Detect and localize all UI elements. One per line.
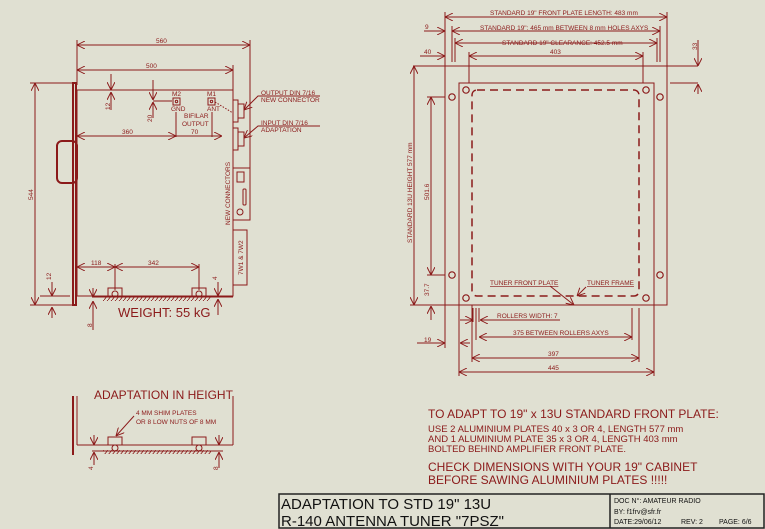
label-new-connectors: NEW CONNECTORS [225, 161, 232, 225]
dim-4: 4 [212, 276, 219, 280]
label-tuner-frame: TUNER FRAME [587, 280, 635, 287]
label-adaptation: ADAPTATION [261, 127, 302, 134]
label-7w1-7w2: 7W1 & 7W2 [238, 240, 245, 275]
dim-501-6: 501.6 [424, 183, 431, 200]
label-new-connector: NEW CONNECTOR [261, 97, 320, 104]
dim-452: STANDARD 19" CLEARANCE: 452.5 mm [502, 40, 623, 47]
label-m2: M2 [172, 91, 181, 98]
dim-544: 544 [28, 189, 35, 200]
label-gnd: GND [171, 106, 186, 113]
front-view: STANDARD 19" FRONT PLATE LENGTH: 483 mm … [407, 10, 699, 376]
dim-483: STANDARD 19" FRONT PLATE LENGTH: 483 mm [490, 10, 638, 17]
date: DATE:29/06/12 [614, 519, 661, 526]
new-connectors-panel [232, 167, 251, 221]
dim-342: 342 [148, 260, 159, 267]
dim-12-bottom: 12 [46, 272, 53, 280]
label-bifilar-output: OUTPUT [182, 121, 209, 128]
label-low-nuts: OR 8 LOW NUTS OF 8 MM [136, 419, 216, 426]
label-input-din: INPUT DIN 7/16 [261, 120, 308, 127]
dim-500: 500 [146, 63, 157, 70]
note-line-3: BOLTED BEHIND AMPLIFIER FRONT PLATE. [428, 444, 626, 455]
tw-panel [232, 229, 248, 286]
dim-8-adapt: 8 [213, 466, 220, 470]
standard-front-plate [444, 65, 668, 306]
weight-label: WEIGHT: 55 kG [118, 305, 210, 320]
label-ant: ANT [207, 106, 220, 113]
dim-40: 40 [424, 49, 432, 56]
dim-360: 360 [122, 129, 133, 136]
adaptation-in-height: ADAPTATION IN HEIGHT 4 MM SHIM PLATES OR… [72, 388, 234, 470]
title-line-1: ADAPTATION TO STD 19" 13U [281, 496, 491, 513]
dim-9: 9 [425, 24, 429, 31]
dim-rollers-width: ROLLERS WIDTH: 7 [497, 313, 558, 320]
dim-20: 20 [147, 114, 154, 122]
title-block: ADAPTATION TO STD 19" 13U R-140 ANTENNA … [278, 493, 765, 529]
doc-number: DOC N°: AMATEUR RADIO [614, 497, 701, 505]
label-bifilar: BIFILAR [184, 113, 209, 120]
dim-560: 560 [156, 38, 167, 45]
dim-37-7: 37.7 [424, 283, 431, 296]
dim-577: STANDARD 13U HEIGHT 577 mm [407, 142, 414, 243]
adaptation-title: ADAPTATION IN HEIGHT [94, 388, 234, 402]
revision: REV: 2 [681, 519, 703, 526]
label-output-din: OUTPUT DIN 7/16 [261, 90, 315, 97]
page-number: PAGE: 6/6 [719, 519, 752, 526]
dim-465: STANDARD 19": 465 mm BETWEEN 8 mm HOLES … [480, 25, 649, 32]
title-line-2: R-140 ANTENNA TUNER "7PSZ" [281, 513, 504, 529]
note-line-2: AND 1 ALUMINIUM PLATE 35 x 3 OR 4, LENGT… [428, 434, 678, 445]
warning-line-2: BEFORE SAWING ALUMINIUM PLATES !!!!! [428, 473, 667, 487]
dim-445: 445 [548, 365, 559, 372]
dim-375: 375 BETWEEN ROLLERS AXYS [513, 330, 609, 337]
tuner-front-plate [458, 82, 655, 306]
front-plate [72, 82, 77, 306]
dim-19: 19 [424, 337, 432, 344]
note-heading: TO ADAPT TO 19" x 13U STANDARD FRONT PLA… [428, 407, 719, 421]
label-m1: M1 [207, 91, 216, 98]
dim-33: 33 [692, 42, 699, 50]
dim-403: 403 [550, 49, 561, 56]
dim-8: 8 [87, 323, 94, 327]
dim-397: 397 [548, 351, 559, 358]
dim-12-top: 12 [105, 102, 112, 110]
author: BY: f1frv@sfr.fr [614, 509, 662, 516]
label-tuner-front-plate: TUNER FRONT PLATE [490, 280, 559, 287]
tuner-frame [471, 89, 640, 297]
note-line-1: USE 2 ALUMINIUM PLATES 40 x 3 OR 4, LENG… [428, 424, 683, 435]
notes: TO ADAPT TO 19" x 13U STANDARD FRONT PLA… [428, 407, 719, 487]
handle [56, 140, 78, 184]
mounting-holes [448, 86, 664, 302]
dim-70: 70 [191, 129, 199, 136]
warning-line-1: CHECK DIMENSIONS WITH YOUR 19" CABINET [428, 460, 698, 474]
dim-118: 118 [91, 260, 102, 267]
side-view: 560 500 544 12 20 M2 GND M1 ANT BIFILAR … [28, 38, 320, 330]
label-shim-plates: 4 MM SHIM PLATES [136, 410, 197, 417]
dim-4-adapt: 4 [88, 466, 95, 470]
